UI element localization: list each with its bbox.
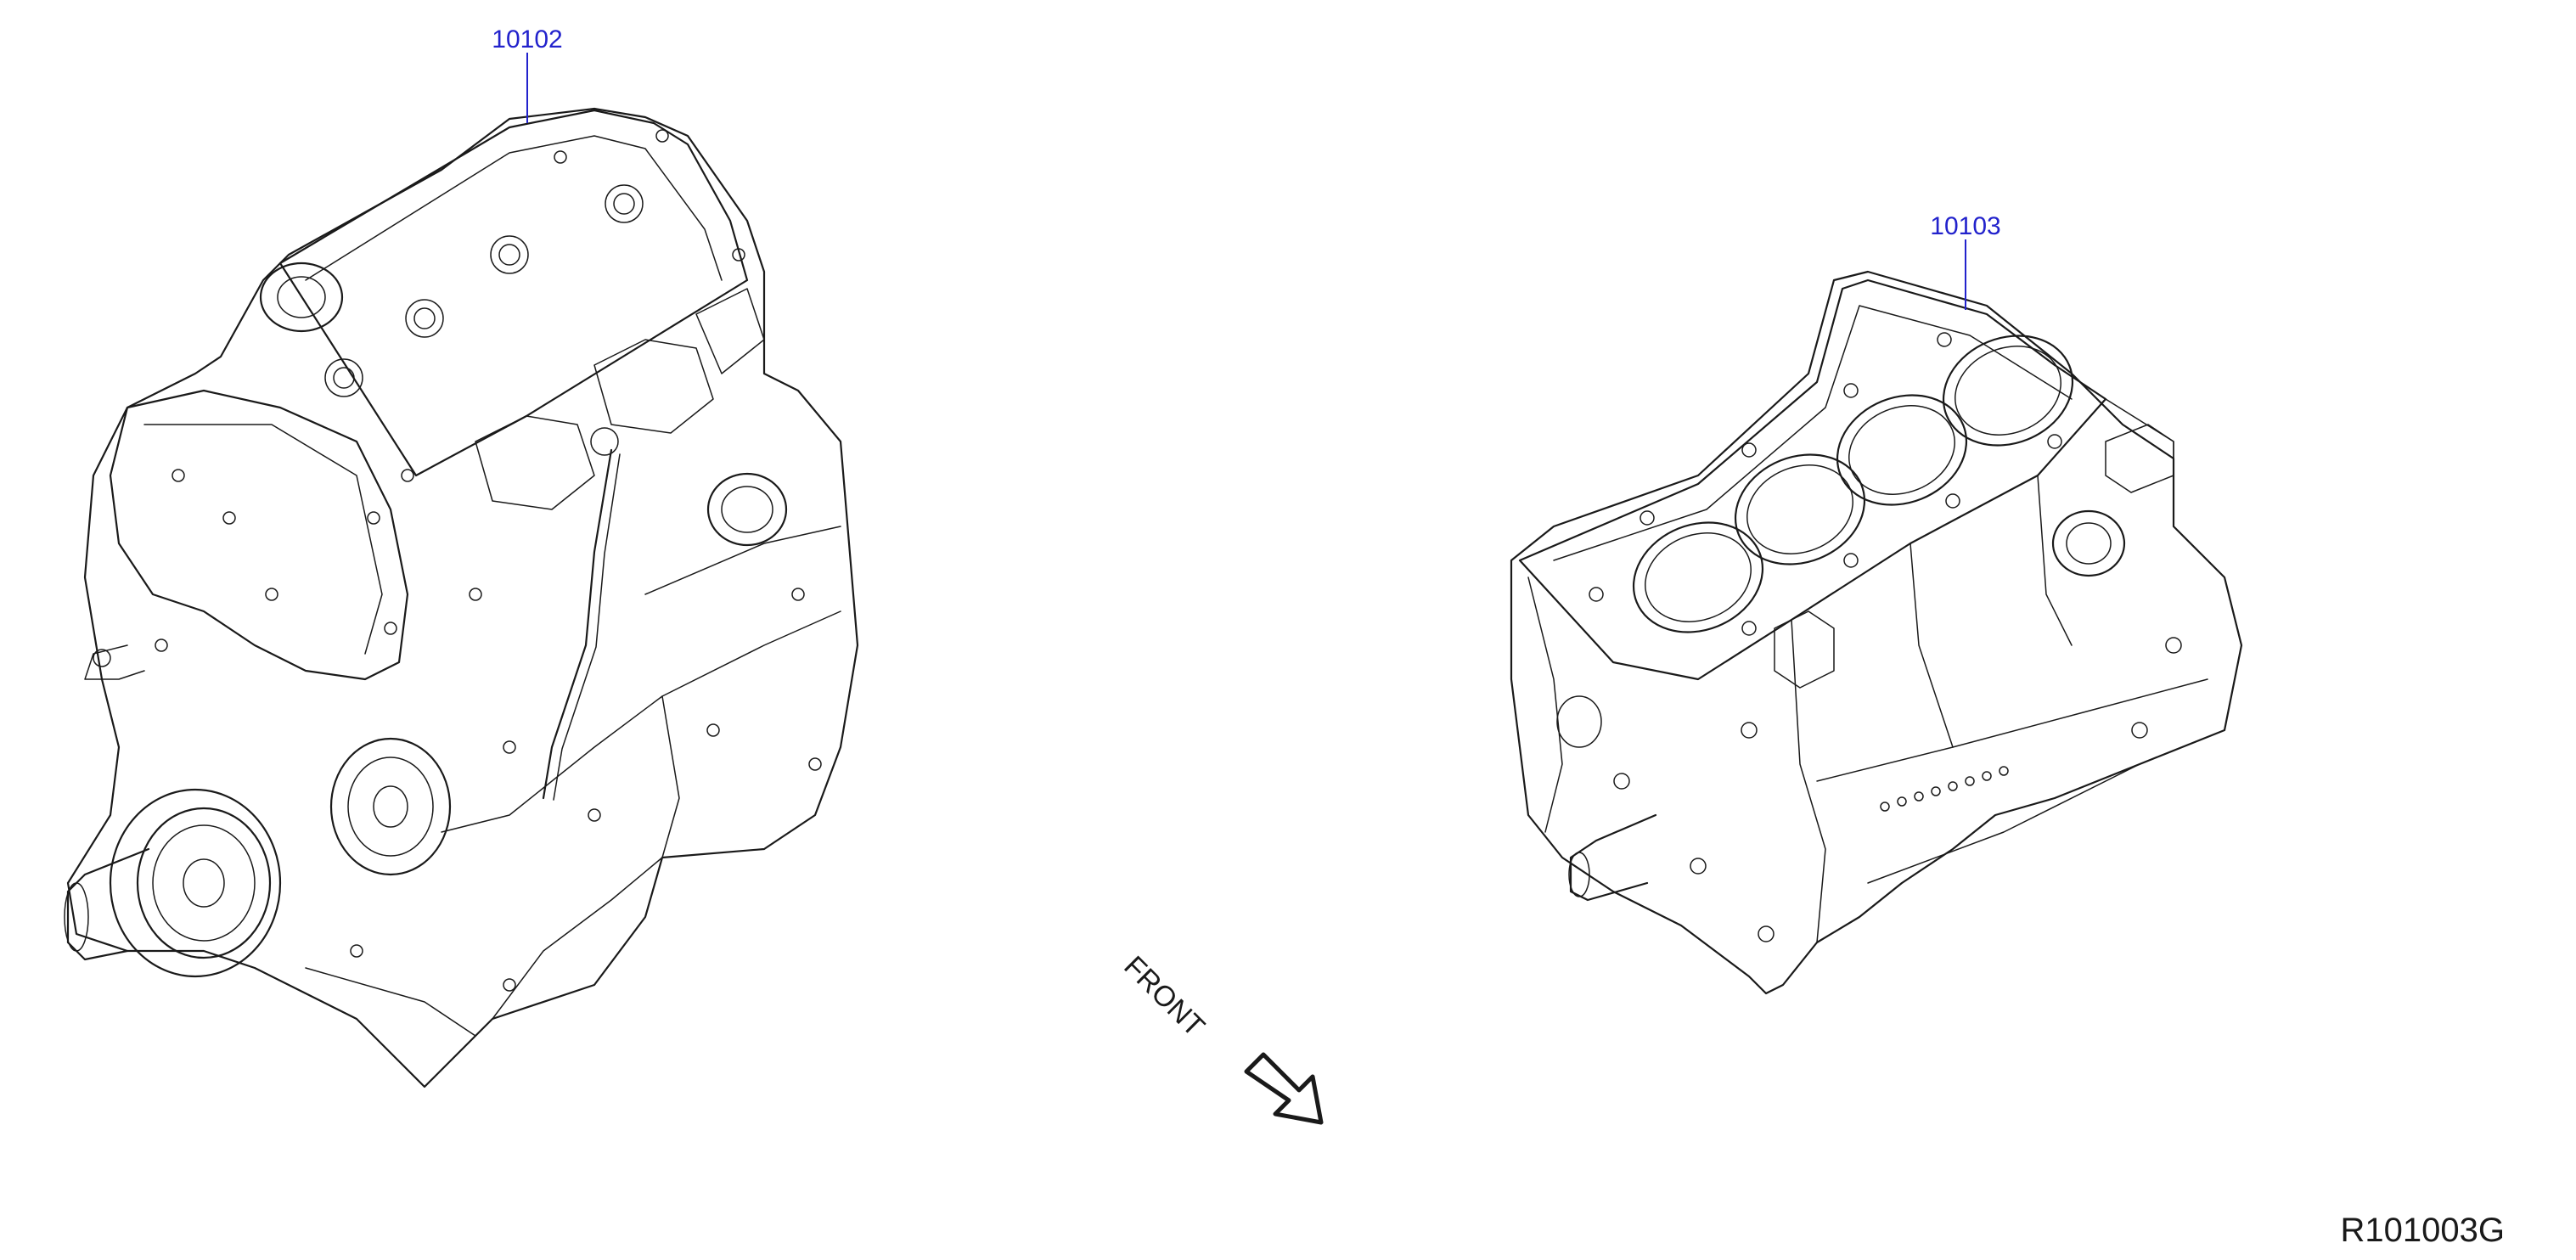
front-arrow-icon — [1244, 1052, 1324, 1125]
callout-label-10102: 10102 — [492, 25, 562, 53]
front-direction-indicator: FRONT — [1117, 950, 1324, 1125]
figure-code: R101003G — [2341, 1212, 2505, 1249]
callout-label-10103: 10103 — [1930, 212, 2000, 240]
cylinder-block-drawing[interactable] — [1510, 270, 2243, 995]
engine-assembly-drawing[interactable] — [64, 107, 859, 1088]
front-label: FRONT — [1117, 950, 1211, 1043]
callout-10102[interactable]: 10102 — [492, 25, 563, 123]
callout-10103[interactable]: 10103 — [1930, 212, 2001, 310]
